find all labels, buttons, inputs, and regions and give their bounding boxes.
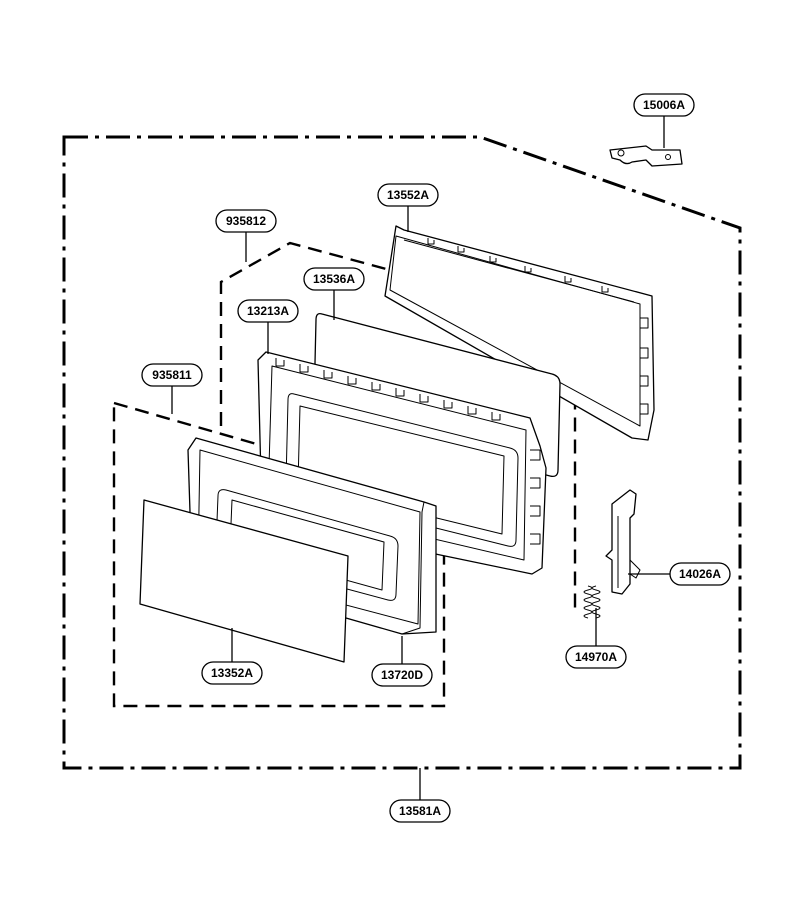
- group-boundary-935812: [219, 241, 577, 612]
- callout-14026A: 14026A: [669, 562, 731, 586]
- part-13552A-back-frame: [384, 225, 655, 441]
- label-935812: 935812: [226, 214, 266, 228]
- label-13536A: 13536A: [313, 272, 355, 286]
- callout-13536A: 13536A: [303, 267, 365, 291]
- part-14970A-spring: [583, 585, 601, 619]
- label-13720D: 13720D: [381, 668, 423, 682]
- label-13552A: 13552A: [387, 188, 429, 202]
- callout-13552A: 13552A: [377, 183, 439, 207]
- callout-13213A: 13213A: [237, 299, 299, 323]
- label-13352A: 13352A: [211, 666, 253, 680]
- callout-935811: 935811: [141, 363, 203, 387]
- label-13581A: 13581A: [399, 804, 441, 818]
- callout-13352A: 13352A: [201, 661, 263, 685]
- label-14026A: 14026A: [679, 567, 721, 581]
- leader-lines: [171, 116, 670, 800]
- part-15006A-hinge: [609, 145, 683, 167]
- part-13352A-door-panel: [139, 499, 349, 663]
- label-935811: 935811: [152, 368, 192, 382]
- part-14026A-latch: [605, 489, 641, 595]
- label-15006A: 15006A: [643, 98, 685, 112]
- callout-13720D: 13720D: [371, 663, 433, 687]
- label-14970A: 14970A: [575, 650, 617, 664]
- callout-15006A: 15006A: [633, 93, 695, 117]
- assembly-boundary-outer: [62, 135, 742, 770]
- label-13213A: 13213A: [247, 304, 289, 318]
- callout-14970A: 14970A: [565, 645, 627, 669]
- callout-13581A: 13581A: [389, 799, 451, 823]
- callout-935812: 935812: [215, 209, 277, 233]
